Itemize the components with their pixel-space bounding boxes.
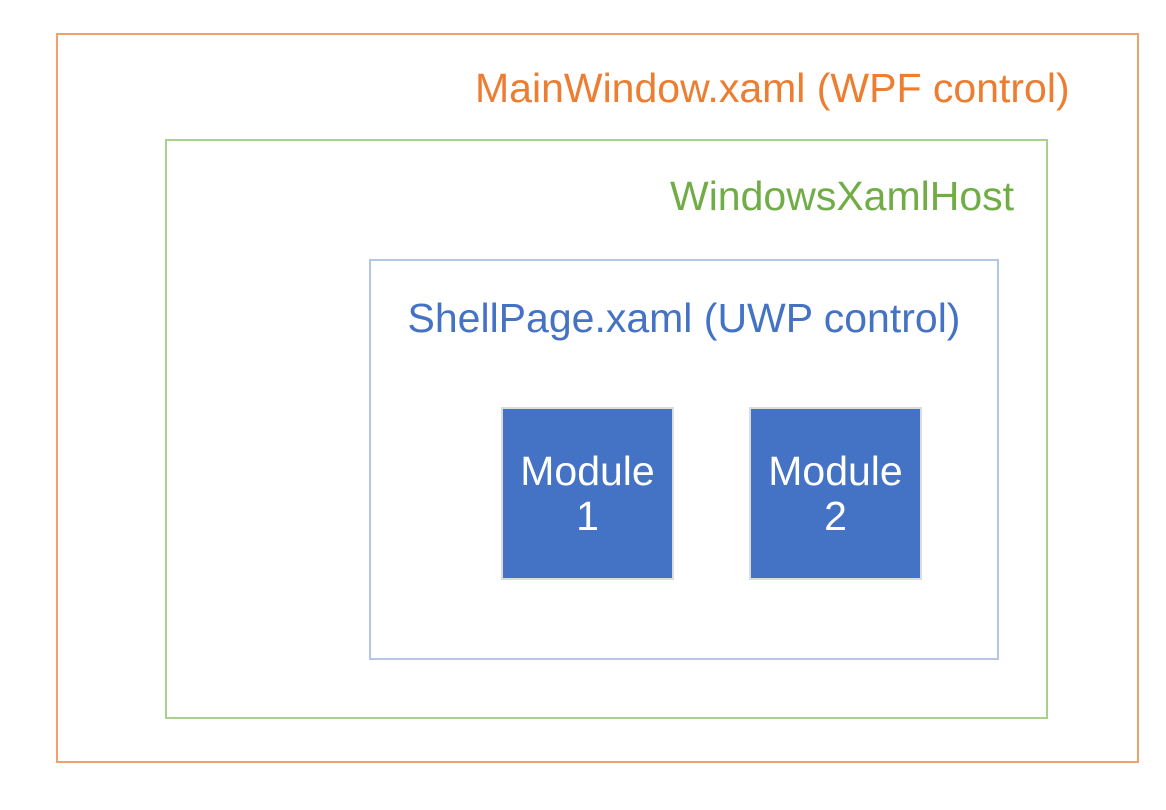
module-1-label: Module 1 <box>520 447 655 539</box>
mainwindow-box: MainWindow.xaml (WPF control) WindowsXam… <box>56 33 1139 763</box>
module-2-box: Module 2 <box>749 407 922 580</box>
module-1-number: 1 <box>576 492 599 539</box>
windowsxamlhost-label: WindowsXamlHost <box>670 173 1015 219</box>
module-2-label: Module 2 <box>768 447 903 539</box>
shellpage-box: ShellPage.xaml (UWP control) Module 1 Mo… <box>369 259 999 660</box>
module-2-name: Module <box>768 447 903 494</box>
shellpage-label: ShellPage.xaml (UWP control) <box>407 295 961 341</box>
module-1-name: Module <box>520 447 655 494</box>
module-1-box: Module 1 <box>501 407 674 580</box>
windowsxamlhost-box: WindowsXamlHost ShellPage.xaml (UWP cont… <box>165 139 1048 719</box>
module-2-number: 2 <box>824 492 847 539</box>
mainwindow-label: MainWindow.xaml (WPF control) <box>475 65 1070 111</box>
